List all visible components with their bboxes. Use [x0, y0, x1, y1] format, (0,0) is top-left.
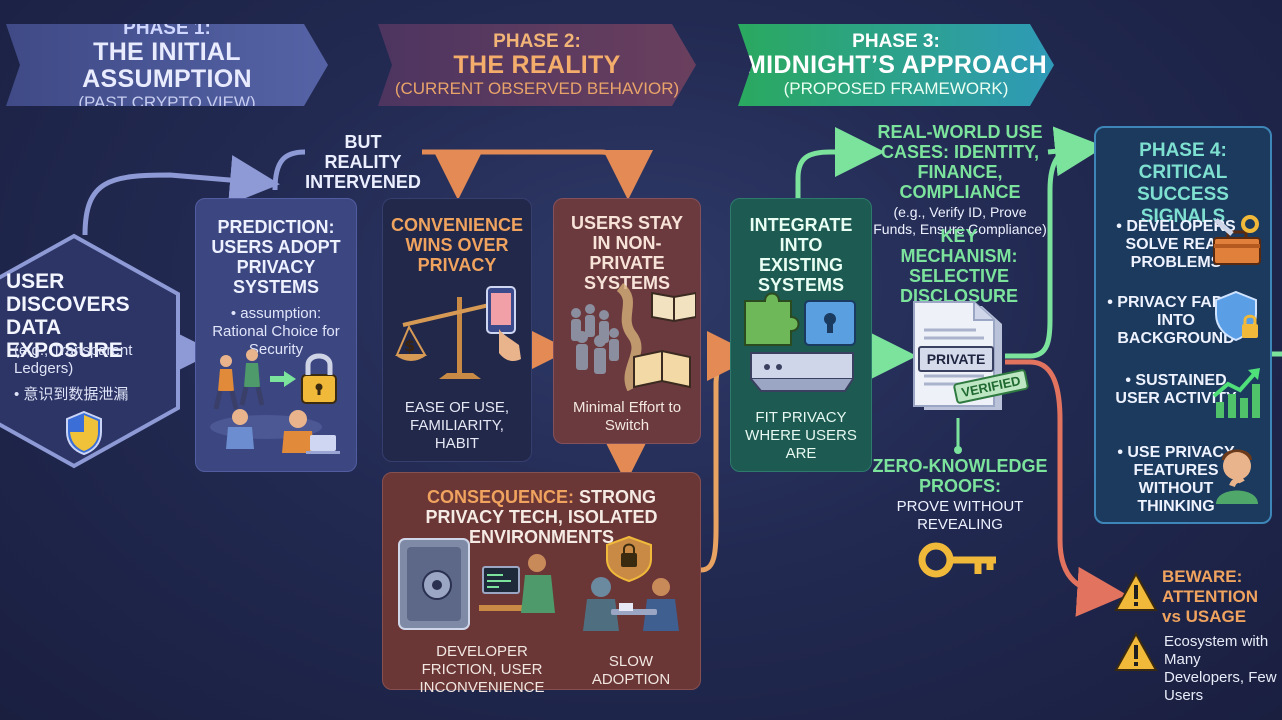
consequence-rest: STRONG PRIVACY TECH, ISOLATED ENVIRONMEN…: [425, 487, 658, 547]
phase-2-banner: PHASE 2: THE REALITY (CURRENT OBSERVED B…: [378, 24, 696, 106]
convenience-title: CONVENIENCE WINS OVER PRIVACY: [390, 215, 524, 275]
beware-caption: Ecosystem with Many Developers, Few User…: [1164, 633, 1277, 704]
transition-label: BUT REALITY INTERVENED: [305, 132, 421, 192]
signal-privacy-fades: • PRIVACY FADES INTO BACKGROUND: [1107, 294, 1245, 347]
stay-caption: Minimal Effort to Switch: [572, 399, 682, 434]
signal-developers: • DEVELOPERS SOLVE REAL PROBLEMS: [1116, 218, 1236, 271]
stay-title: USERS STAY IN NON-PRIVATE SYSTEMS: [570, 213, 684, 293]
growth-chart-icon: [1212, 368, 1260, 418]
integrate-title: INTEGRATE INTO EXISTING SYSTEMS: [749, 215, 853, 295]
signal-use-without-thinking: • USE PRIVACY FEATURES WITHOUT THINKING: [1117, 444, 1235, 515]
integrate-box: INTEGRATE INTO EXISTING SYSTEMS FIT PRIV…: [730, 198, 872, 472]
mechanism-title: KEY MECHANISM: SELECTIVE DISCLOSURE: [899, 226, 1018, 306]
prediction-box: PREDICTION: USERS ADOPT PRIVACY SYSTEMS …: [195, 198, 357, 472]
beware-title: BEWARE: ATTENTION vs USAGE: [1162, 567, 1259, 626]
phase-2-number: PHASE 2:: [493, 31, 581, 52]
consequence-lead: CONSEQUENCE:: [426, 487, 574, 507]
crowd-and-book-icon: [571, 283, 696, 391]
consequence-title: CONSEQUENCE: STRONG PRIVACY TECH, ISOLAT…: [383, 487, 700, 547]
warning-triangle-icon: [1114, 572, 1158, 611]
phase-3-subtitle: (PROPOSED FRAMEWORK): [783, 79, 1009, 98]
key-icon: [918, 542, 996, 578]
signal-sustained: • SUSTAINED USER ACTIVITY: [1115, 372, 1237, 407]
consequence-caption-right: SLOW ADOPTION: [591, 653, 671, 688]
use-cases-title: REAL-WORLD USE CASES: IDENTITY, FINANCE,…: [877, 122, 1043, 202]
hexagon-frame: [0, 233, 180, 469]
consequence-box: CONSEQUENCE: STRONG PRIVACY TECH, ISOLAT…: [382, 472, 701, 696]
phase-3-title: MIDNIGHT’S APPROACH: [744, 51, 1047, 79]
convenience-caption: EASE OF USE, FAMILIARITY, HABIT: [404, 399, 510, 452]
prediction-title: PREDICTION: USERS ADOPT PRIVACY SYSTEMS: [211, 217, 341, 297]
shield-lock-icon: [1215, 290, 1258, 342]
phase-2-subtitle: (CURRENT OBSERVED BEHAVIOR): [394, 79, 680, 98]
use-cases-block: REAL-WORLD USE CASES: IDENTITY, FINANCE,…: [872, 122, 1048, 238]
convenience-box: CONVENIENCE WINS OVER PRIVACY $ EASE OF …: [382, 198, 532, 462]
integrate-caption: FIT PRIVACY WHERE USERS ARE: [745, 409, 857, 462]
people-walking-to-lock-icon: [210, 349, 340, 454]
phase4-title: PHASE 4: CRITICAL SUCCESS SIGNALS: [1137, 140, 1229, 227]
phase-2-title: THE REALITY: [453, 51, 621, 79]
private-document: PRIVATE VERIFIED: [910, 300, 1030, 416]
puzzle-lock-server-icon: [744, 292, 856, 392]
stay-box: USERS STAY IN NON-PRIVATE SYSTEMS Minima…: [553, 198, 701, 444]
phase4-panel: PHASE 4: CRITICAL SUCCESS SIGNALS • DEVE…: [1094, 126, 1272, 524]
zkp-title: ZERO-KNOWLEDGE PROOFS:: [872, 456, 1048, 496]
svg-text:$: $: [404, 336, 415, 355]
start-example: (e.g., Transparent Ledgers): [14, 342, 133, 377]
zkp-block: ZERO-KNOWLEDGE PROOFS: PROVE WITHOUT REV…: [872, 456, 1048, 534]
phase-3-banner: PHASE 3: MIDNIGHT’S APPROACH (PROPOSED F…: [738, 24, 1054, 106]
phase-3-number: PHASE 3:: [852, 31, 940, 52]
start-note: • 意识到数据泄漏: [14, 386, 129, 403]
use-cases-example: (e.g., Verify ID, Prove Funds, Ensure Co…: [873, 204, 1047, 237]
shield-icon: [66, 410, 102, 456]
toolbox-icon: [1213, 215, 1261, 265]
meeting-padlock-icon: [583, 535, 679, 631]
phase-1-banner: PHASE 1: THE INITIAL ASSUMPTION (PAST CR…: [6, 24, 328, 106]
start-node: USER DISCOVERS DATA EXPOSURE (e.g., Tran…: [0, 232, 182, 470]
document-private-label: PRIVATE: [918, 346, 994, 372]
warning-triangle-icon-2: [1114, 632, 1158, 671]
prediction-assumption: • assumption: Rational Choice for Securi…: [212, 305, 340, 358]
zkp-caption: PROVE WITHOUT REVEALING: [896, 498, 1024, 533]
scale-with-phone-icon: $: [395, 286, 521, 379]
phase-1-title: THE INITIAL ASSUMPTION: [82, 37, 252, 93]
consequence-caption-left: DEVELOPER FRICTION, USER INCONVENIENCE: [419, 643, 545, 696]
thinking-person-icon: [1216, 449, 1258, 504]
start-title: USER DISCOVERS DATA EXPOSURE: [6, 270, 130, 362]
vault-and-developer-icon: [398, 538, 555, 630]
